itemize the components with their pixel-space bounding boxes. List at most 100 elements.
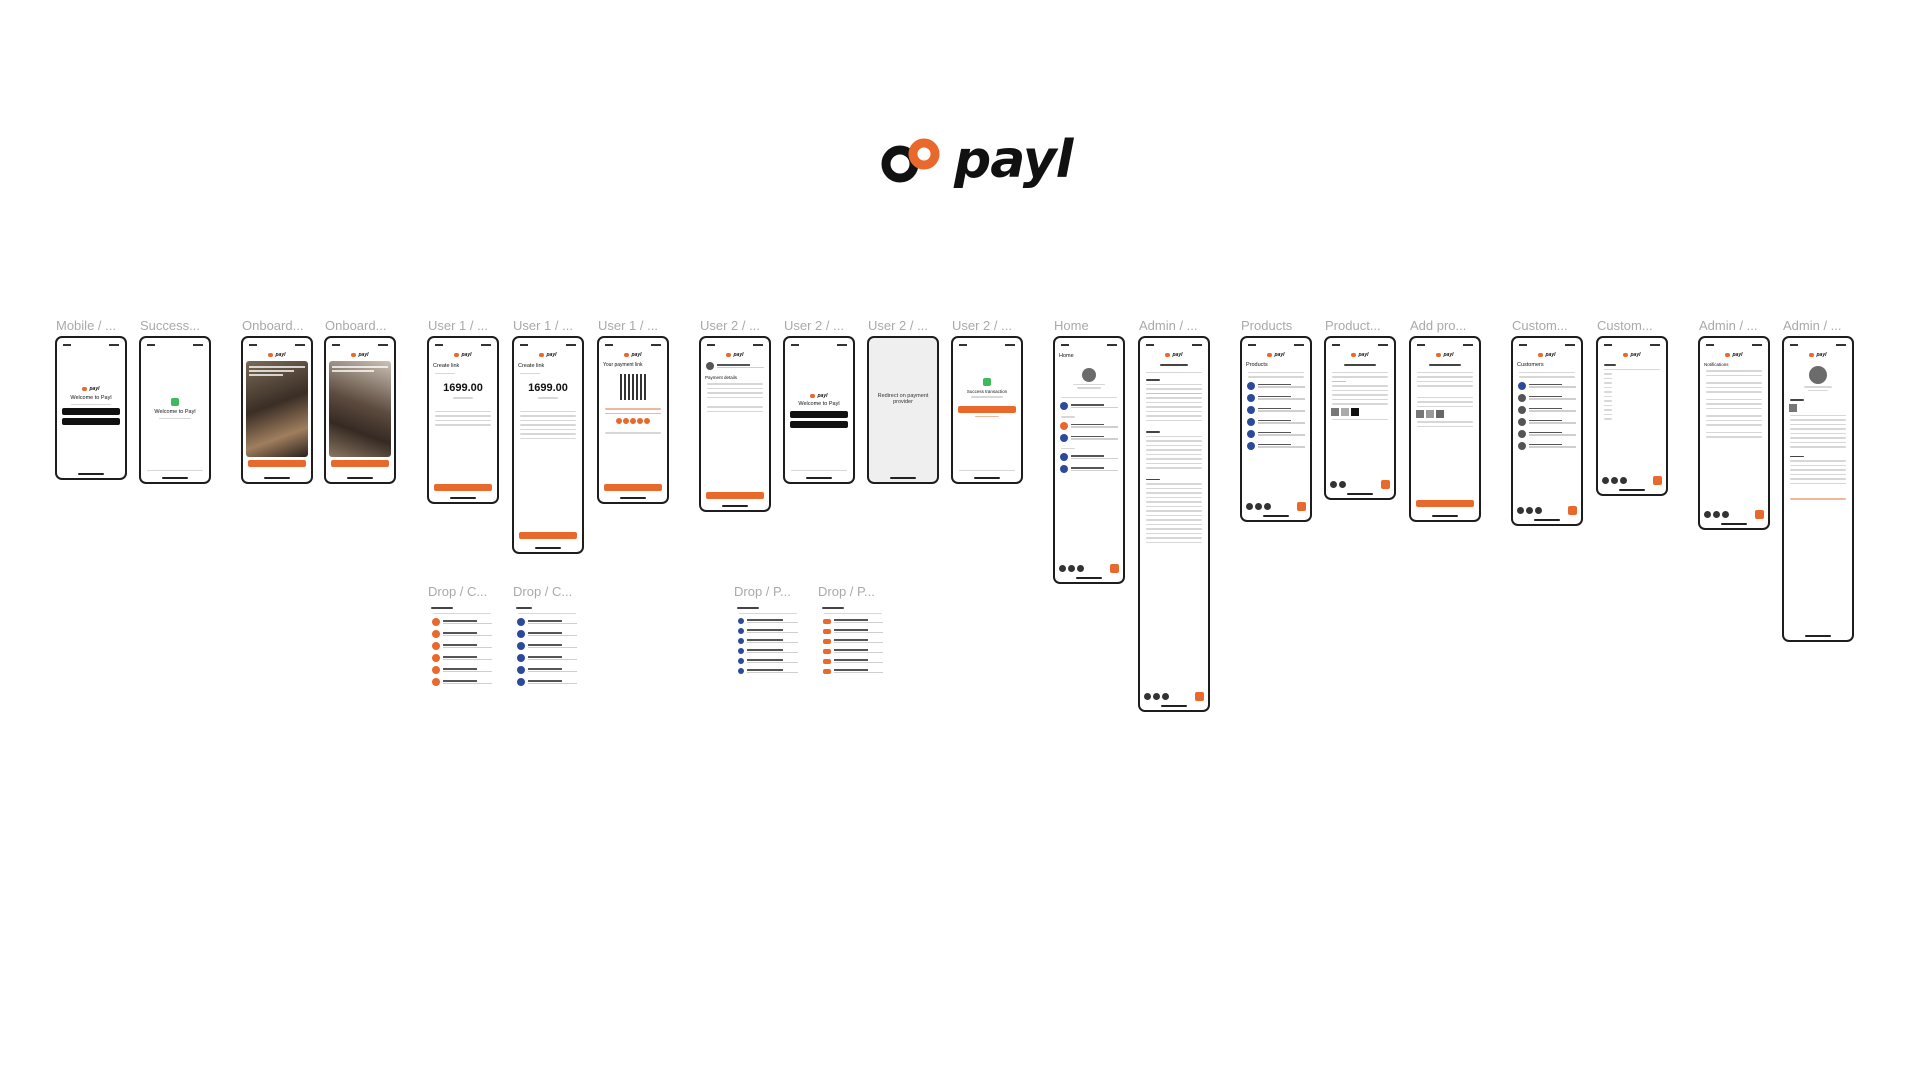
payl-mini-logo: payl	[701, 352, 769, 358]
payl-mini-logo: payl	[1513, 352, 1581, 358]
frame-admin-details[interactable]: payl	[1138, 336, 1210, 712]
frame-label: User 1 / ...	[428, 318, 488, 333]
dropdown-currency-1[interactable]	[427, 604, 497, 716]
payl-mini-logo: payl	[1784, 352, 1852, 358]
frame-label: Products	[1241, 318, 1293, 333]
continue-google-button[interactable]	[62, 418, 120, 426]
frame-label: Onboard...	[325, 318, 387, 333]
amount-display: 1699.00	[443, 382, 483, 395]
frame-label: User 2 / ...	[952, 318, 1012, 333]
frame-label: Add pro...	[1410, 318, 1467, 333]
share-icons[interactable]	[599, 418, 667, 424]
notifications-title: Notifications	[1704, 362, 1729, 367]
product-images	[1416, 410, 1474, 418]
brand-name: payl	[954, 130, 1073, 190]
pay-button[interactable]	[706, 492, 764, 499]
welcome-title: Welcome to Payl	[154, 409, 196, 415]
dropdown-payment-1[interactable]	[733, 604, 803, 716]
onboarding-photo	[329, 361, 391, 457]
payl-mini-logo: payl	[785, 393, 853, 399]
frame-onboarding-2[interactable]: payl	[324, 336, 396, 484]
dropdown-currency-2[interactable]	[512, 604, 582, 716]
bottom-nav[interactable]	[1059, 564, 1119, 573]
frame-label: User 2 / ...	[784, 318, 844, 333]
payl-mini-logo: payl	[243, 352, 311, 358]
bottom-nav[interactable]	[1144, 692, 1204, 701]
frame-label: Admin / ...	[1139, 318, 1198, 333]
frame-create-link-1[interactable]: payl Create link 1699.00	[427, 336, 499, 504]
frame-label: Home	[1054, 318, 1089, 333]
frame-create-link-2[interactable]: payl Create link 1699.00	[512, 336, 584, 554]
bottom-nav[interactable]	[1602, 476, 1662, 485]
done-button[interactable]	[958, 405, 1016, 413]
frame-label: Drop / C...	[513, 584, 573, 599]
payl-mini-logo: payl	[1700, 352, 1768, 358]
redirect-text: Redirect on payment provider	[877, 393, 929, 405]
frame-user2-welcome[interactable]: payl Welcome to Payl	[783, 336, 855, 484]
frame-notifications[interactable]: payl Notifications	[1698, 336, 1770, 530]
product-images	[1331, 407, 1389, 416]
onboarding-photo	[246, 361, 308, 457]
payl-mini-logo: payl	[1598, 352, 1666, 358]
frame-product-detail[interactable]: payl	[1324, 336, 1396, 500]
payl-mini-logo: payl	[1140, 352, 1208, 358]
frame-label: Onboard...	[242, 318, 304, 333]
payl-logo-icon	[881, 138, 940, 183]
payl-mini-logo: payl	[599, 352, 667, 358]
continue-google-button[interactable]	[790, 420, 848, 428]
share-button[interactable]	[604, 484, 662, 491]
payment-link-title: Your payment link	[603, 362, 643, 368]
avatar	[1082, 367, 1096, 382]
dropdown-payment-2[interactable]	[818, 604, 888, 716]
payl-mini-logo: payl	[1326, 352, 1394, 358]
success-text: Success transaction	[966, 389, 1008, 394]
continue-apple-button[interactable]	[790, 410, 848, 418]
frame-redirect[interactable]: Redirect on payment provider	[867, 336, 939, 484]
success-check-icon	[983, 378, 991, 386]
next-button[interactable]	[331, 460, 389, 467]
payl-mini-logo: payl	[57, 386, 125, 392]
add-product-button[interactable]	[1416, 500, 1474, 507]
bottom-nav[interactable]	[1330, 480, 1390, 489]
frame-success[interactable]: Welcome to Payl	[139, 336, 211, 484]
bottom-nav[interactable]	[1517, 506, 1577, 515]
continue-apple-button[interactable]	[62, 408, 120, 416]
frame-payment-details[interactable]: payl Payment details	[699, 336, 771, 512]
amount-display: 1699.00	[528, 382, 568, 395]
payl-logo: payl	[880, 130, 1073, 190]
frame-add-product[interactable]: payl	[1409, 336, 1481, 522]
welcome-title: Welcome to Payl	[798, 401, 840, 407]
frame-label: Drop / C...	[428, 584, 488, 599]
payl-mini-logo: payl	[514, 352, 582, 358]
frame-customers-index[interactable]: payl	[1596, 336, 1668, 496]
frame-admin-profile[interactable]: payl	[1782, 336, 1854, 642]
profile-avatar	[1809, 366, 1827, 384]
frame-label: Success...	[140, 318, 200, 333]
frame-label: Admin / ...	[1699, 318, 1758, 333]
frame-label: Drop / P...	[734, 584, 791, 599]
frame-label: Drop / P...	[818, 584, 875, 599]
frame-customers[interactable]: payl Customers	[1511, 336, 1583, 526]
welcome-title: Welcome to Payl	[70, 395, 112, 401]
products-title: Products	[1246, 362, 1268, 368]
frame-home[interactable]: Home	[1053, 336, 1125, 584]
payl-mini-logo: payl	[1411, 352, 1479, 358]
frame-label: Product...	[1325, 318, 1381, 333]
create-button[interactable]	[434, 484, 492, 491]
next-button[interactable]	[248, 460, 306, 467]
frame-label: Mobile / ...	[56, 318, 116, 333]
create-button[interactable]	[519, 532, 577, 539]
frame-products[interactable]: payl Products	[1240, 336, 1312, 522]
bottom-nav[interactable]	[1246, 502, 1306, 511]
frame-mobile-welcome[interactable]: payl Welcome to Payl	[55, 336, 127, 480]
success-check-icon	[171, 398, 179, 406]
frame-payment-link[interactable]: payl Your payment link	[597, 336, 669, 504]
frame-onboarding-1[interactable]: payl	[241, 336, 313, 484]
frame-label: User 2 / ...	[868, 318, 928, 333]
frame-label: Custom...	[1597, 318, 1653, 333]
frame-label: User 1 / ...	[598, 318, 658, 333]
frame-success-transaction[interactable]: Success transaction	[951, 336, 1023, 484]
bottom-nav[interactable]	[1704, 510, 1764, 519]
create-link-title: Create link	[433, 363, 460, 369]
payl-mini-logo: payl	[429, 352, 497, 358]
